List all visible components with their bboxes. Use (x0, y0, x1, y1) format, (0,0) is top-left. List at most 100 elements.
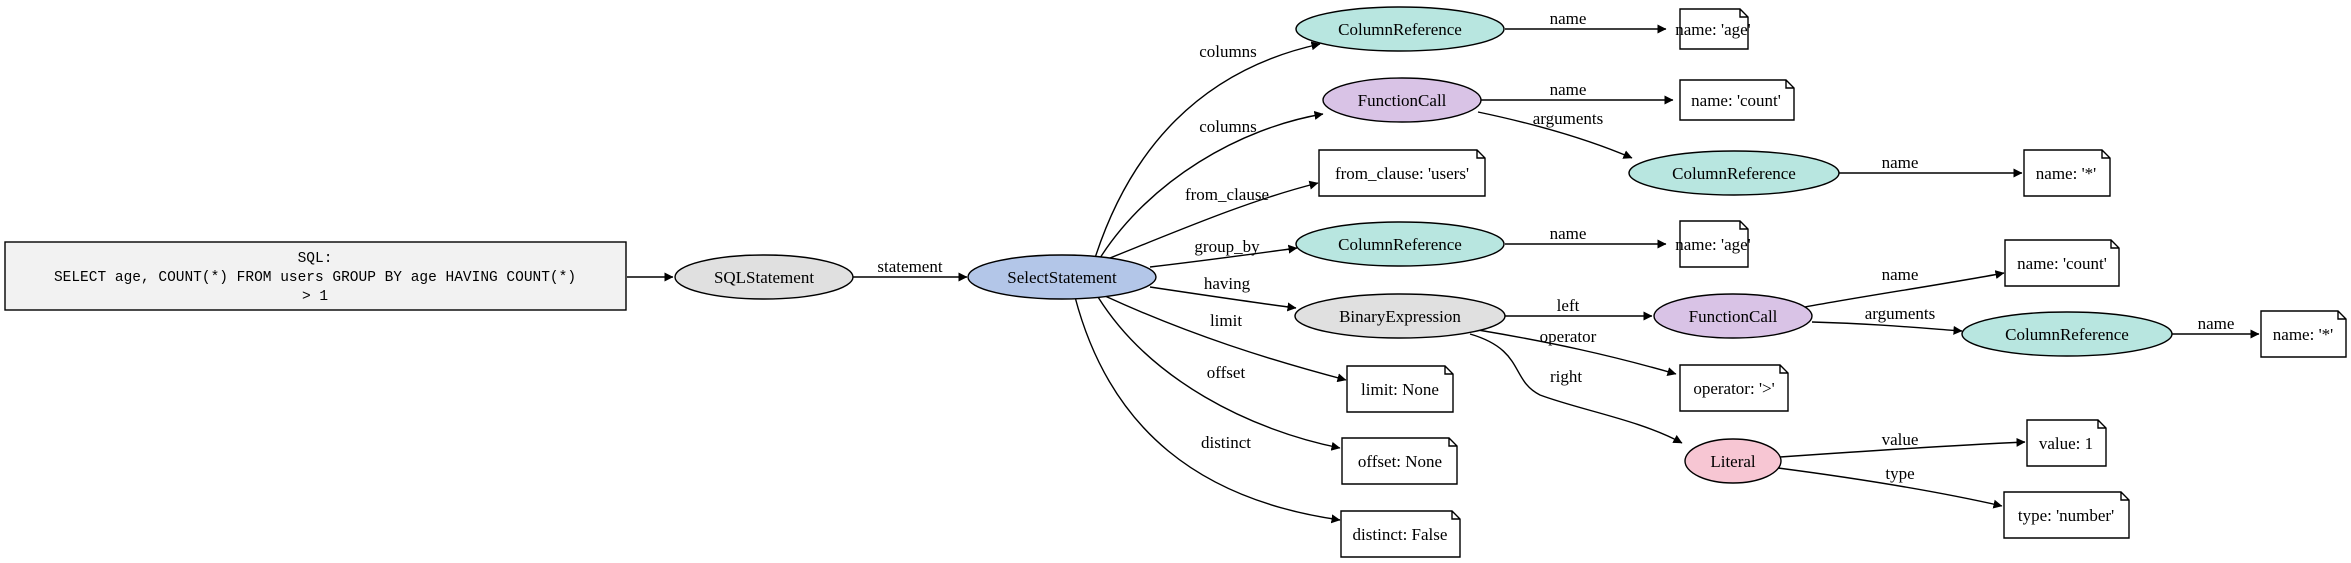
node-sqlstatement: SQLStatement (674, 254, 854, 300)
leaf-name-age-group-by: name: 'age' (1675, 220, 1751, 268)
node-funccall-having-label: FunctionCall (1689, 307, 1778, 326)
edge-label-columns-2: columns (1199, 117, 1257, 136)
edge-label-columns-1: columns (1199, 42, 1257, 61)
node-selectstatement-shape (967, 254, 1157, 300)
node-colref-columns: ColumnReference (1295, 6, 1505, 52)
node-funccall-columns-shape (1322, 77, 1482, 123)
leaf-name-age-group-by-label: name: 'age' (1675, 235, 1751, 254)
nodes: SQL: SELECT age, COUNT(*) FROM users GRO… (4, 6, 2347, 558)
sql-line-2: SELECT age, COUNT(*) FROM users GROUP BY… (54, 270, 576, 286)
edge-label-name-5: name (1882, 265, 1919, 284)
edge-label-name-3: name (1882, 153, 1919, 172)
leaf-value: value: 1 (2026, 419, 2107, 467)
leaf-operator-label: operator: '>' (1693, 379, 1774, 398)
leaf-offset: offset: None (1341, 437, 1458, 485)
leaf-name-count-columns-shape (1679, 79, 1795, 121)
node-funccall-columns: FunctionCall (1322, 77, 1482, 123)
sql-source-box: SQL: SELECT age, COUNT(*) FROM users GRO… (4, 241, 627, 311)
edge-having (1149, 286, 1297, 312)
node-colref-having-label: ColumnReference (2005, 325, 2129, 344)
edge-columns-colref (1094, 41, 1321, 259)
edge-limit (1104, 295, 1347, 383)
leaf-type: type: 'number' (2003, 491, 2130, 539)
edge-label-limit: limit (1210, 311, 1242, 330)
edge-label-statement: statement (877, 257, 942, 276)
edge-label-operator: operator (1540, 327, 1597, 346)
leaf-name-star-columns: name: '*' (2023, 149, 2111, 197)
leaf-value-shape (2026, 419, 2107, 467)
edge-offset (1097, 296, 1341, 451)
leaf-operator-shape (1679, 364, 1789, 412)
node-literal-label: Literal (1710, 452, 1756, 471)
edge-label-name-4: name (1550, 224, 1587, 243)
node-colref-columns-shape (1295, 6, 1505, 52)
edge-distinct (1074, 296, 1341, 524)
edge-label-name-1: name (1550, 9, 1587, 28)
node-colref-having: ColumnReference (1961, 311, 2173, 357)
sql-line-3: > 1 (302, 289, 328, 305)
edge-label-distinct: distinct (1201, 433, 1251, 452)
edge-right (1469, 333, 1683, 444)
node-sqlstatement-label: SQLStatement (714, 268, 814, 287)
edge-label-type: type (1885, 464, 1914, 483)
edge-columns-funccall (1099, 110, 1324, 259)
node-binaryexpression-shape (1294, 293, 1506, 339)
edge-label-value: value (1882, 430, 1919, 449)
node-colref-columns-label: ColumnReference (1338, 20, 1462, 39)
leaf-type-label: type: 'number' (2018, 506, 2114, 525)
node-funccall-having: FunctionCall (1653, 293, 1813, 339)
edge-from-clause (1104, 180, 1319, 261)
leaf-offset-shape (1341, 437, 1458, 485)
node-binaryexpression: BinaryExpression (1294, 293, 1506, 339)
edge-label-having: having (1204, 274, 1251, 293)
edge-type (1777, 467, 2003, 509)
leaf-name-star-columns-label: name: '*' (2036, 164, 2096, 183)
leaf-operator: operator: '>' (1679, 364, 1789, 412)
edge-operator (1477, 329, 1677, 376)
leaf-value-label: value: 1 (2039, 434, 2093, 453)
leaf-name-count-having-shape (2004, 239, 2120, 287)
edge-label-right: right (1550, 367, 1582, 386)
leaf-distinct-shape (1340, 510, 1461, 558)
leaf-name-count-columns-label: name: 'count' (1691, 91, 1781, 110)
sql-box-shape (4, 241, 627, 311)
leaf-name-star-having-shape (2260, 310, 2347, 358)
edges: statement columns columns from_clause gr… (627, 9, 2260, 524)
edge-name-5 (1804, 270, 2005, 308)
node-sqlstatement-shape (674, 254, 854, 300)
edge-label-offset: offset (1207, 363, 1246, 382)
leaf-offset-label: offset: None (1358, 452, 1442, 471)
edge-value (1779, 437, 2026, 458)
leaf-name-star-columns-shape (2023, 149, 2111, 197)
edge-label-name-6: name (2198, 314, 2235, 333)
edge-group-by (1149, 244, 1298, 268)
leaf-name-count-having: name: 'count' (2004, 239, 2120, 287)
leaf-limit-shape (1346, 365, 1454, 413)
node-funccall-having-shape (1653, 293, 1813, 339)
node-literal-shape (1684, 438, 1782, 484)
leaf-distinct-label: distinct: False (1353, 525, 1448, 544)
edge-arguments-1 (1477, 111, 1633, 159)
leaf-name-age-columns-shape (1679, 8, 1749, 50)
leaf-name-star-having: name: '*' (2260, 310, 2347, 358)
leaf-from-clause-label: from_clause: 'users' (1335, 164, 1469, 183)
leaf-from-clause-shape (1318, 149, 1486, 197)
leaf-name-age-columns-label: name: 'age' (1675, 20, 1751, 39)
leaf-limit: limit: None (1346, 365, 1454, 413)
edge-label-from-clause: from_clause (1185, 185, 1269, 204)
node-selectstatement: SelectStatement (967, 254, 1157, 300)
node-selectstatement-label: SelectStatement (1007, 268, 1117, 287)
node-colref-args-columns-label: ColumnReference (1672, 164, 1796, 183)
edge-label-arguments-2: arguments (1865, 304, 1936, 323)
node-colref-group-by: ColumnReference (1295, 221, 1505, 267)
sql-line-1: SQL: (298, 251, 333, 267)
node-colref-args-columns-shape (1628, 150, 1840, 196)
leaf-from-clause: from_clause: 'users' (1318, 149, 1486, 197)
leaf-type-shape (2003, 491, 2130, 539)
node-colref-group-by-shape (1295, 221, 1505, 267)
leaf-name-age-columns: name: 'age' (1675, 8, 1751, 50)
edge-label-left: left (1557, 296, 1580, 315)
edge-label-group-by: group_by (1194, 237, 1260, 256)
leaf-name-count-having-label: name: 'count' (2017, 254, 2107, 273)
edge-label-name-2: name (1550, 80, 1587, 99)
